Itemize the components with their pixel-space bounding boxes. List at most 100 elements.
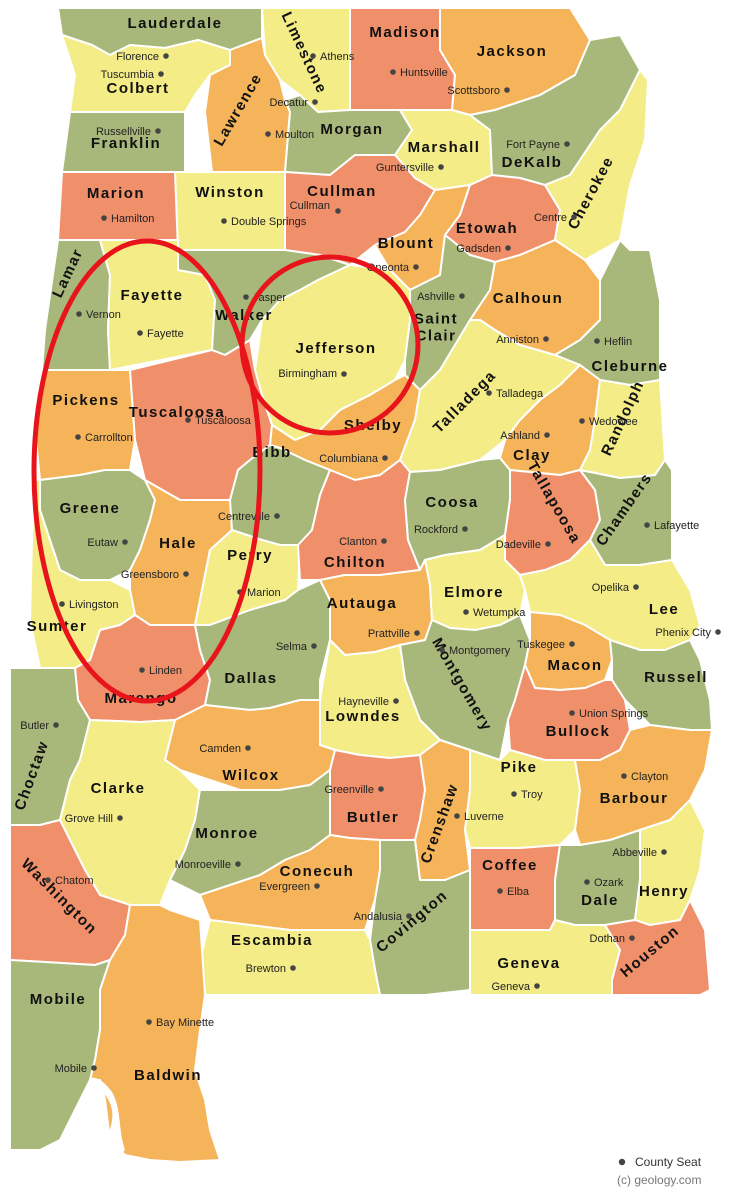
seat-dot-icon [310,53,316,59]
county-dallas [194,579,331,711]
seat-label-lauderdale: Florence [116,51,159,63]
county-marion [57,171,186,241]
seat-dot-icon [311,643,317,649]
seat-dot-icon [545,541,551,547]
seat-label-bibb: Centreville [218,511,270,523]
seat-label-morgan: Decatur [269,97,308,109]
seat-label-chilton: Clanton [339,536,377,548]
seat-label-lawrence: Moulton [275,129,314,141]
seat-dot-icon [439,647,445,653]
county-label-morgan: Morgan [320,121,383,138]
county-label-greene: Greene [60,500,121,517]
seat-label-greene: Eutaw [87,537,118,549]
county-label-sumter: Sumter [27,618,88,635]
seat-dot-icon [91,1065,97,1071]
seat-dot-icon [571,214,577,220]
seat-label-conecuh: Evergreen [259,881,310,893]
county-label-calhoun: Calhoun [493,290,564,307]
seat-label-franklin: Russellville [96,126,151,138]
county-clarke [59,719,201,906]
seat-dot-icon [245,745,251,751]
seat-label-dallas: Selma [276,641,308,653]
seat-label-walker: Jasper [253,292,286,304]
seat-dot-icon [644,522,650,528]
county-houston [604,899,711,996]
mobile-bay [30,1077,125,1175]
highlight-ellipse-jefferson [239,254,421,436]
county-label-wilcox: Wilcox [222,767,279,784]
seat-dot-icon [335,208,341,214]
seat-label-perry: Marion [247,587,281,599]
county-label-lauderdale: Lauderdale [127,15,222,32]
legend-dot-icon [618,1158,626,1166]
seat-dot-icon [265,131,271,137]
seat-label-lamar: Vernon [86,309,121,321]
seat-dot-icon [584,879,590,885]
seat-dot-icon [629,935,635,941]
county-label-lee: Lee [649,601,679,618]
county-label-barbour: Barbour [600,790,669,807]
seat-dot-icon [497,888,503,894]
seat-label-randolph: Wedowee [589,416,638,428]
county-label-pickens: Pickens [52,392,119,409]
seat-label-choctaw: Butler [20,720,49,732]
seat-label-monroe: Monroeville [175,859,231,871]
seat-label-geneva: Geneva [491,981,530,993]
seat-dot-icon [378,786,384,792]
county-escambia [199,919,381,996]
seat-label-cleburne: Heflin [604,336,632,348]
seat-dot-icon [274,513,280,519]
seat-dot-icon [59,601,65,607]
seat-dot-icon [454,813,460,819]
seat-label-jefferson: Birmingham [278,368,337,380]
county-cherokee [544,69,649,261]
county-label-cullman: Cullman [307,183,377,200]
seat-label-marengo: Linden [149,665,182,677]
seat-dot-icon [414,630,420,636]
seat-label-henry: Abbeville [612,847,657,859]
seat-dot-icon [76,311,82,317]
seat-dot-icon [390,69,396,75]
legend-label: County Seat [635,1155,702,1169]
county-label-geneva: Geneva [497,955,560,972]
seat-label-elmore: Wetumpka [473,607,526,619]
seat-label-macon: Tuskegee [517,639,565,651]
seat-label-lowndes: Hayneville [338,696,389,708]
seat-label-limestone: Athens [320,51,355,63]
seat-label-butler: Greenville [324,784,374,796]
seat-dot-icon [661,849,667,855]
seat-label-crenshaw: Luverne [464,811,504,823]
county-label-conecuh: Conecuh [280,863,355,880]
county-label-hale: Hale [159,535,197,552]
seat-dot-icon [163,53,169,59]
seat-label-dekalb: Fort Payne [506,139,560,151]
seat-dot-icon [543,336,549,342]
county-label-coosa: Coosa [425,494,478,511]
seat-label-marshall: Guntersville [376,162,434,174]
seat-label-tallapoosa: Dadeville [496,539,541,551]
county-label-autauga: Autauga [327,595,398,612]
seat-label-hale: Greensboro [121,569,179,581]
county-label-mobile: Mobile [30,991,87,1008]
county-shapes [9,7,713,1163]
seat-dot-icon [504,87,510,93]
county-label-lowndes: Lowndes [325,708,401,725]
seat-dot-icon [341,371,347,377]
seat-dot-icon [117,815,123,821]
seat-dot-icon [382,455,388,461]
county-label-winston: Winston [195,184,265,201]
seat-dot-icon [381,538,387,544]
seat-dot-icon [594,338,600,344]
seat-label-clarke: Grove Hill [65,813,113,825]
seat-dot-icon [459,293,465,299]
seat-label-clay: Ashland [500,430,540,442]
seat-dot-icon [462,526,468,532]
seat-dot-icon [715,629,721,635]
seat-dot-icon [122,539,128,545]
county-label-pike: Pike [501,759,538,776]
seat-label-sumter: Livingston [69,599,119,611]
seat-dot-icon [579,418,585,424]
county-label-blount: Blount [378,235,434,252]
seat-label-talladega: Talladega [496,388,544,400]
